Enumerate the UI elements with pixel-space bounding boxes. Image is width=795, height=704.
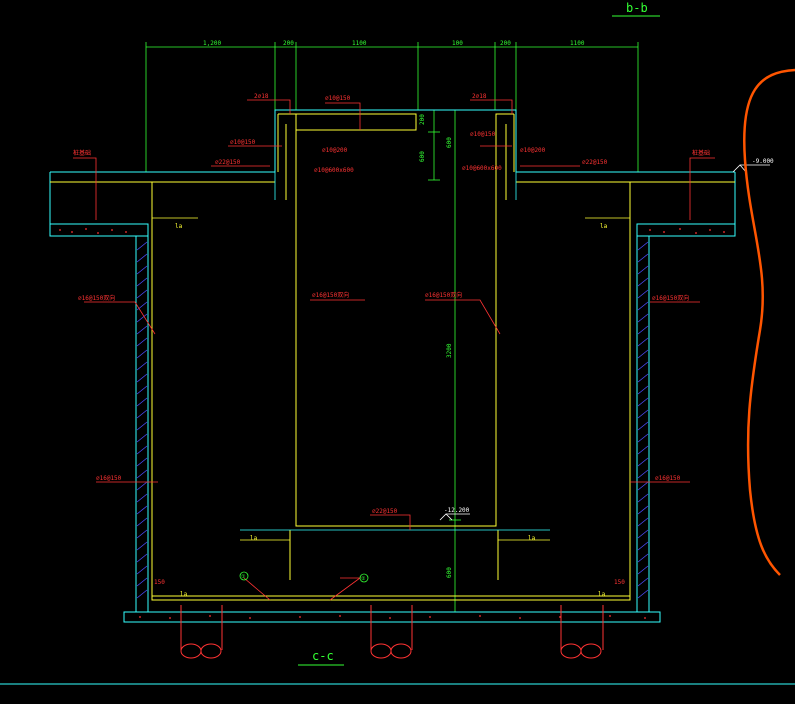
- top-dimension-chain: [145, 42, 639, 172]
- dim-upper-2: 600: [446, 137, 453, 148]
- dim-4: 100: [452, 40, 463, 47]
- label-beam-left: ⌀22@150: [215, 159, 241, 166]
- circle-a: ①: [241, 574, 246, 580]
- dim-2: 200: [283, 40, 294, 47]
- rebar-lines: [50, 113, 735, 601]
- dim-slab: 200: [419, 114, 426, 125]
- la-1: la: [175, 223, 183, 230]
- label-hole-left: ⌀10@600x600: [314, 167, 354, 174]
- la-2: la: [600, 223, 608, 230]
- label-inner-wall-right: ⌀16@150双向: [425, 291, 462, 299]
- label-wall-right-lower: ⌀10@200: [520, 147, 546, 154]
- label-inner-wall-left: ⌀16@150双向: [312, 291, 349, 299]
- label-wall-left-upper: ⌀10@150: [230, 139, 256, 146]
- ground-slab-outline: [49, 109, 736, 237]
- section-title-bottom: c-c: [312, 649, 334, 663]
- dim-5: 200: [500, 40, 511, 47]
- label-hole-right: ⌀10@600x600: [462, 165, 502, 172]
- label-pile-left: 桩基础: [73, 149, 91, 157]
- circle-markers: [239, 571, 369, 583]
- la-3: la: [250, 535, 258, 542]
- la-6: la: [598, 591, 606, 598]
- dim-inner-height: 3200: [446, 343, 453, 358]
- label-top-bars-right: 2⌀18: [472, 93, 487, 100]
- label-outer-wall-right: ⌀16@150双向: [652, 294, 689, 302]
- piles: [180, 605, 604, 659]
- section-title-top: b-b: [626, 1, 648, 15]
- dim-3: 1100: [352, 40, 367, 47]
- red-leaders: [73, 99, 715, 601]
- label-beam-right: ⌀22@150: [582, 159, 608, 166]
- dim-upper: 600: [419, 151, 426, 162]
- label-outer-wall-left-low: ⌀16@150: [96, 475, 122, 482]
- la-5: la: [180, 591, 188, 598]
- label-outer-wall-left: ⌀16@150双向: [78, 294, 115, 302]
- label-wall-left-lower: ⌀10@200: [322, 147, 348, 154]
- anchor-lines: [152, 217, 630, 541]
- label-outer-wall-right-low: ⌀16@150: [655, 475, 681, 482]
- la-4: la: [528, 535, 536, 542]
- ground-hatch: [59, 228, 725, 234]
- wall-hatch: [136, 241, 649, 599]
- boundary-curve: [743, 68, 795, 576]
- inner-box: [240, 172, 550, 531]
- label-hook-right: 150: [614, 579, 625, 586]
- label-base-bar: ⌀22@150: [372, 508, 398, 515]
- label-top-bars-left: 2⌀18: [254, 93, 269, 100]
- label-wall-right-upper: ⌀10@150: [470, 131, 496, 138]
- base-hatch: [139, 615, 646, 619]
- dim-1: 1,200: [203, 40, 221, 47]
- base-slab: [123, 611, 661, 623]
- level-top: -9.000: [752, 158, 774, 165]
- label-pile-right: 桩基础: [692, 149, 710, 157]
- dim-6: 1100: [570, 40, 585, 47]
- label-hook-left: 150: [154, 579, 165, 586]
- label-slab-bar: ⌀10@150: [325, 95, 351, 102]
- level-bottom: -12.200: [444, 507, 470, 514]
- circle-b: ②: [361, 576, 366, 582]
- dim-base: 600: [446, 567, 453, 578]
- level-mark-bottom: [439, 513, 470, 521]
